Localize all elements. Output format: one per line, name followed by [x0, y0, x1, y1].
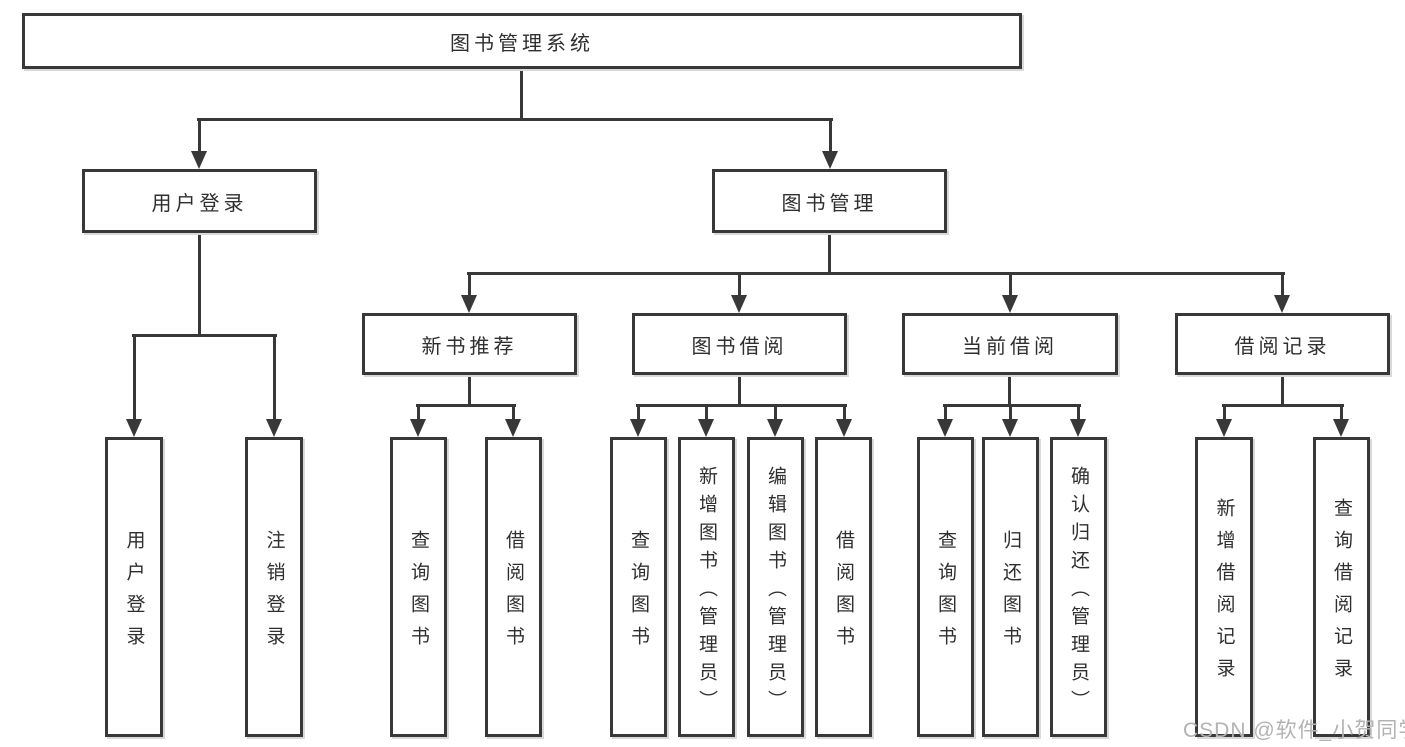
connector-line-vertical — [1076, 405, 1080, 421]
node-user-login: 用户登录 — [82, 169, 317, 233]
connector-line-vertical — [1008, 273, 1012, 297]
connector-line-horizontal — [942, 403, 1081, 407]
node-label: 图书管理系统 — [450, 32, 594, 55]
arrow-down-icon — [1002, 419, 1018, 437]
connector-line-vertical — [737, 273, 741, 297]
node-label: 注销登录 — [263, 529, 285, 658]
node-label: 查询借阅记录 — [1331, 497, 1352, 690]
arrow-down-icon — [505, 419, 521, 437]
leaf-query-borrow-record: 查询借阅记录 — [1313, 437, 1370, 737]
node-label: 用户登录 — [151, 192, 248, 215]
arrow-down-icon — [410, 419, 426, 437]
leaf-query-books-borrowing: 查询图书 — [610, 437, 667, 737]
node-label: 借阅图书 — [833, 529, 854, 658]
node-label: 确认归还（管理员） — [1068, 465, 1089, 718]
connector-line-vertical — [519, 69, 523, 120]
node-current-borrowing: 当前借阅 — [902, 313, 1118, 375]
leaf-return-books: 归还图书 — [982, 437, 1039, 737]
arrow-down-icon — [461, 295, 477, 313]
connector-line-vertical — [842, 405, 846, 421]
arrow-down-icon — [1070, 419, 1086, 437]
node-label: 新增图书（管理员） — [696, 465, 717, 718]
node-label: 借阅图书 — [503, 529, 524, 658]
connector-line-vertical — [704, 405, 708, 421]
connector-line-vertical — [1007, 375, 1011, 406]
node-borrowing-records: 借阅记录 — [1175, 313, 1390, 375]
connector-line-horizontal — [131, 333, 277, 337]
arrow-down-icon — [630, 419, 646, 437]
node-label: 查询图书 — [628, 529, 649, 658]
connector-line-vertical — [272, 335, 276, 421]
connector-line-horizontal — [196, 117, 833, 121]
node-label: 借阅记录 — [1234, 335, 1331, 358]
arrow-down-icon — [698, 419, 714, 437]
leaf-borrow-books-recommendation: 借阅图书 — [485, 437, 542, 737]
connector-line-vertical — [943, 405, 947, 421]
arrow-down-icon — [731, 295, 747, 313]
connector-line-vertical — [1222, 405, 1226, 421]
node-label: 图书借阅 — [691, 335, 788, 358]
arrow-down-icon — [1002, 295, 1018, 313]
leaf-add-borrow-record: 新增借阅记录 — [1195, 437, 1253, 737]
node-label: 图书管理 — [781, 192, 878, 215]
connector-line-vertical — [197, 233, 201, 336]
connector-line-vertical — [197, 119, 201, 153]
arrow-down-icon — [1274, 295, 1290, 313]
connector-line-vertical — [827, 233, 831, 274]
connector-line-vertical — [1339, 405, 1343, 421]
leaf-borrow-books: 借阅图书 — [815, 437, 872, 737]
connector-line-vertical — [828, 119, 832, 153]
connector-line-vertical — [636, 405, 640, 421]
connector-line-vertical — [737, 375, 741, 406]
connector-line-vertical — [773, 405, 777, 421]
arrow-down-icon — [822, 151, 838, 169]
node-label: 查询图书 — [408, 529, 429, 658]
leaf-add-books-admin: 新增图书（管理员） — [678, 437, 735, 737]
node-book-borrowing: 图书借阅 — [632, 313, 847, 375]
connector-line-vertical — [132, 335, 136, 421]
node-label: 查询图书 — [935, 529, 956, 658]
node-label: 用户登录 — [123, 529, 145, 658]
arrow-down-icon — [191, 151, 207, 169]
node-library-management-system: 图书管理系统 — [22, 13, 1022, 69]
node-book-management: 图书管理 — [712, 169, 947, 233]
connector-line-vertical — [1280, 375, 1284, 406]
node-label: 新增借阅记录 — [1213, 497, 1235, 690]
arrow-down-icon — [937, 419, 953, 437]
leaf-logout: 注销登录 — [245, 437, 303, 737]
node-label: 当前借阅 — [962, 335, 1058, 358]
arrow-down-icon — [266, 419, 282, 437]
arrow-down-icon — [1216, 419, 1232, 437]
leaf-user-login: 用户登录 — [105, 437, 163, 737]
leaf-edit-books-admin: 编辑图书（管理员） — [747, 437, 804, 737]
leaf-query-books-recommendation: 查询图书 — [390, 437, 447, 737]
csdn-watermark: CSDN @软件_小贺同学 — [1183, 719, 1405, 742]
connector-line-vertical — [1008, 405, 1012, 421]
connector-line-vertical — [467, 375, 471, 406]
node-new-book-recommendation: 新书推荐 — [362, 313, 577, 375]
connector-line-vertical — [511, 405, 515, 421]
arrow-down-icon — [126, 419, 142, 437]
connector-line-horizontal — [415, 403, 516, 407]
node-label: 归还图书 — [1000, 529, 1021, 658]
arrow-down-icon — [1333, 419, 1349, 437]
connector-line-horizontal — [1221, 403, 1344, 407]
connector-line-horizontal — [635, 403, 847, 407]
connector-line-vertical — [467, 273, 471, 297]
leaf-confirm-return-admin: 确认归还（管理员） — [1050, 437, 1107, 737]
connector-line-vertical — [1280, 273, 1284, 297]
leaf-query-books-current: 查询图书 — [917, 437, 974, 737]
node-label: 编辑图书（管理员） — [765, 465, 786, 718]
arrow-down-icon — [767, 419, 783, 437]
arrow-down-icon — [836, 419, 852, 437]
connector-line-vertical — [416, 405, 420, 421]
node-label: 新书推荐 — [421, 335, 518, 358]
connector-line-horizontal — [466, 271, 1285, 275]
